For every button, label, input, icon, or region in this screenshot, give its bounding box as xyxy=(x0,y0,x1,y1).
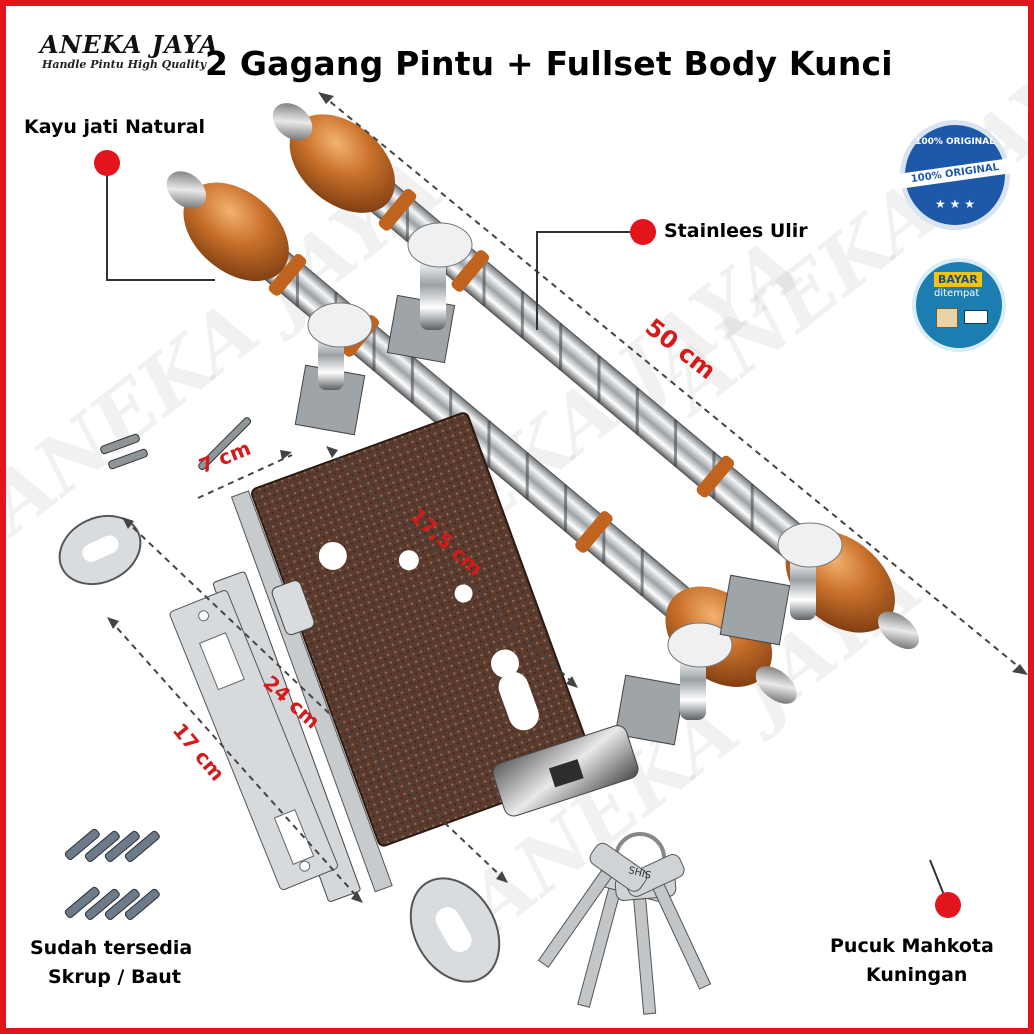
label-crown-line1: Pucuk Mahkota xyxy=(830,935,994,957)
cod-badge-title: BAYAR xyxy=(934,272,982,287)
dimension-lines xyxy=(109,94,1026,901)
lock-cylinder xyxy=(492,725,639,817)
label-screws-line2: Skrup / Baut xyxy=(48,966,181,988)
mounting-posts xyxy=(294,222,843,746)
marker-dot xyxy=(630,219,656,245)
keys xyxy=(537,832,712,1015)
screws-top xyxy=(100,417,252,471)
escutcheon-top xyxy=(58,514,142,586)
label-wood: Kayu jati Natural xyxy=(24,116,206,138)
lock-body xyxy=(230,412,596,893)
page-title: 2 Gagang Pintu + Fullset Body Kunci xyxy=(205,44,893,83)
screws-bottom xyxy=(64,828,160,920)
strike-plate xyxy=(169,590,339,891)
original-badge-outer-text: 100% ORIGINAL xyxy=(915,137,995,147)
escutcheon-bottom xyxy=(409,877,501,983)
original-badge: 100% ORIGINAL 100% ORIGINAL ★ ★ ★ xyxy=(898,120,1012,230)
dimension-arrowheads xyxy=(107,92,1028,903)
cod-badge-sub: ditempat xyxy=(934,288,980,299)
label-stainless: Stainlees Ulir xyxy=(664,220,808,242)
marker-dot xyxy=(935,892,961,918)
brand-tagline: Handle Pintu High Quality xyxy=(42,58,207,71)
marker-dot xyxy=(94,150,120,176)
label-crown-line2: Kuningan xyxy=(866,964,968,986)
brand-logo: ANEKA JAYA xyxy=(40,30,219,59)
cash-icon xyxy=(964,310,988,324)
star-icon: ★ ★ ★ xyxy=(935,197,975,211)
package-icon xyxy=(936,308,958,328)
label-screws-line1: Sudah tersedia xyxy=(30,937,193,959)
cod-badge: BAYAR ditempat xyxy=(912,258,1006,352)
